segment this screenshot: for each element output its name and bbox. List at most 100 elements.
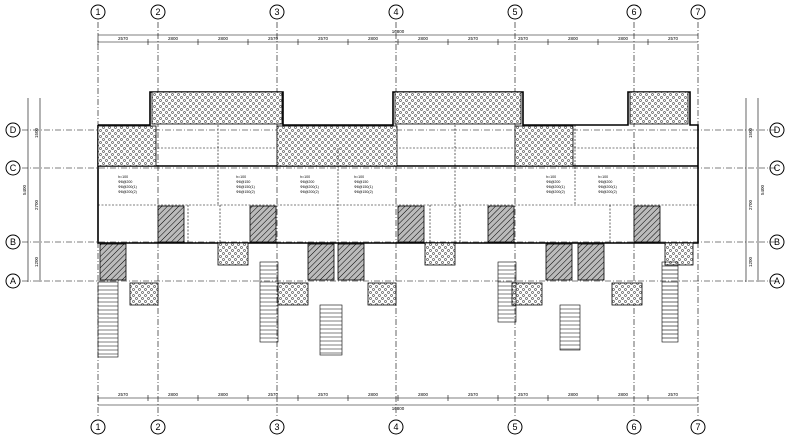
slab-note-line: Ф8@150(2) bbox=[236, 190, 255, 194]
axis-label-A: A bbox=[774, 276, 780, 286]
axis-label-6: 6 bbox=[631, 422, 636, 432]
slab-note-line: Ф8@200(1) bbox=[546, 185, 565, 189]
slab-note-line: Ф8@150(1) bbox=[354, 185, 373, 189]
axis-label-7: 7 bbox=[695, 422, 700, 432]
stair-flight bbox=[559, 304, 581, 351]
axis-label-C: C bbox=[774, 163, 781, 173]
axis-label-5: 5 bbox=[512, 422, 517, 432]
axis-label-3: 3 bbox=[274, 7, 279, 17]
bottom-dimension: 2570 bbox=[468, 392, 479, 397]
bottom-dimension: 2800 bbox=[568, 392, 579, 397]
left-total-dimension: 5400 bbox=[22, 184, 27, 195]
top-dimension: 2800 bbox=[368, 36, 379, 41]
top-dimension: 2570 bbox=[468, 36, 479, 41]
bottom-dimension: 2570 bbox=[518, 392, 529, 397]
axis-bubble-7 bbox=[690, 419, 706, 435]
axis-bubble-A bbox=[5, 273, 21, 289]
axis-label-6: 6 bbox=[631, 7, 636, 17]
axis-bubble-4 bbox=[388, 419, 404, 435]
slab-note-line: Ф8@200 bbox=[546, 180, 560, 184]
axis-label-1: 1 bbox=[95, 7, 100, 17]
axis-bubble-7 bbox=[690, 4, 706, 20]
axis-bubble-2 bbox=[150, 4, 166, 20]
slab-note-line: Ф8@200 bbox=[598, 180, 612, 184]
axis-bubble-D bbox=[769, 122, 785, 138]
axis-bubble-B bbox=[769, 234, 785, 250]
top-dimension: 2570 bbox=[118, 36, 129, 41]
slab-note-line: Ф8@150 bbox=[236, 180, 250, 184]
top-total-dimension: 16800 bbox=[392, 29, 405, 34]
top-dimension: 2800 bbox=[218, 36, 229, 41]
slab-note-line: h=100 bbox=[300, 175, 310, 179]
axis-label-4: 4 bbox=[393, 7, 398, 17]
stair-flight bbox=[97, 281, 119, 358]
axis-label-5: 5 bbox=[512, 7, 517, 17]
top-dimension: 2570 bbox=[318, 36, 329, 41]
bottom-total-dimension: 16800 bbox=[392, 406, 405, 411]
right-total-dimension: 5400 bbox=[760, 184, 765, 195]
axis-bubble-5 bbox=[507, 419, 523, 435]
left-dimension: 2700 bbox=[34, 199, 39, 210]
stair-flight bbox=[497, 261, 517, 323]
bottom-dimension: 2800 bbox=[168, 392, 179, 397]
axis-label-C: C bbox=[10, 163, 17, 173]
axis-bubble-C bbox=[769, 160, 785, 176]
bottom-dimension: 2570 bbox=[318, 392, 329, 397]
top-dimension: 2570 bbox=[668, 36, 679, 41]
slab-note-line: Ф8@200 bbox=[118, 180, 132, 184]
right-dimension: 1500 bbox=[748, 127, 753, 138]
slab-note-line: Ф8@200(2) bbox=[118, 190, 137, 194]
axis-bubble-1 bbox=[90, 419, 106, 435]
slab-note-line: h=100 bbox=[236, 175, 246, 179]
left-dimension: 1200 bbox=[34, 256, 39, 267]
axis-label-1: 1 bbox=[95, 422, 100, 432]
slab-note-line: h=100 bbox=[598, 175, 608, 179]
axis-label-3: 3 bbox=[274, 422, 279, 432]
axis-bubble-C bbox=[5, 160, 21, 176]
external-stairs bbox=[97, 261, 679, 358]
slab-note-line: Ф8@150 bbox=[354, 180, 368, 184]
bottom-dimension: 2800 bbox=[368, 392, 379, 397]
top-dimension: 2800 bbox=[568, 36, 579, 41]
slab-note-line: h=100 bbox=[546, 175, 556, 179]
bottom-dimension: 2570 bbox=[668, 392, 679, 397]
axis-bubble-3 bbox=[269, 419, 285, 435]
axis-bubble-4 bbox=[388, 4, 404, 20]
top-dimension: 2800 bbox=[168, 36, 179, 41]
axis-bubble-6 bbox=[626, 4, 642, 20]
axis-bubble-6 bbox=[626, 419, 642, 435]
hatched-zones bbox=[99, 205, 661, 281]
axis-label-B: B bbox=[10, 237, 16, 247]
slab-note-line: Ф8@200 bbox=[300, 180, 314, 184]
axis-label-2: 2 bbox=[155, 7, 160, 17]
axis-bubble-3 bbox=[269, 4, 285, 20]
bottom-dimension: 2800 bbox=[618, 392, 629, 397]
axis-label-D: D bbox=[10, 125, 17, 135]
top-dimension: 2570 bbox=[268, 36, 279, 41]
top-dimension: 2570 bbox=[518, 36, 529, 41]
axis-label-2: 2 bbox=[155, 422, 160, 432]
top-dimension: 2800 bbox=[418, 36, 429, 41]
axis-bubble-D bbox=[5, 122, 21, 138]
axis-label-4: 4 bbox=[393, 422, 398, 432]
dotted-slab-zones bbox=[97, 91, 694, 306]
slab-note-line: h=100 bbox=[118, 175, 128, 179]
left-dimension: 1500 bbox=[34, 127, 39, 138]
right-dimension: 1200 bbox=[748, 256, 753, 267]
slab-note-line: Ф8@200(2) bbox=[546, 190, 565, 194]
axis-label-7: 7 bbox=[695, 7, 700, 17]
axis-label-D: D bbox=[774, 125, 781, 135]
slab-annotations: h=100Ф8@200Ф8@200(1)Ф8@200(2)h=100Ф8@150… bbox=[118, 175, 617, 194]
stair-flight bbox=[319, 304, 343, 356]
slab-note-line: Ф8@200(1) bbox=[118, 185, 137, 189]
bottom-dimension: 2800 bbox=[218, 392, 229, 397]
axis-bubble-B bbox=[5, 234, 21, 250]
axis-bubble-5 bbox=[507, 4, 523, 20]
slab-note-line: h=100 bbox=[354, 175, 364, 179]
axis-label-B: B bbox=[774, 237, 780, 247]
axis-bubble-A bbox=[769, 273, 785, 289]
axis-bubble-1 bbox=[90, 4, 106, 20]
slab-note-line: Ф8@200(1) bbox=[598, 185, 617, 189]
